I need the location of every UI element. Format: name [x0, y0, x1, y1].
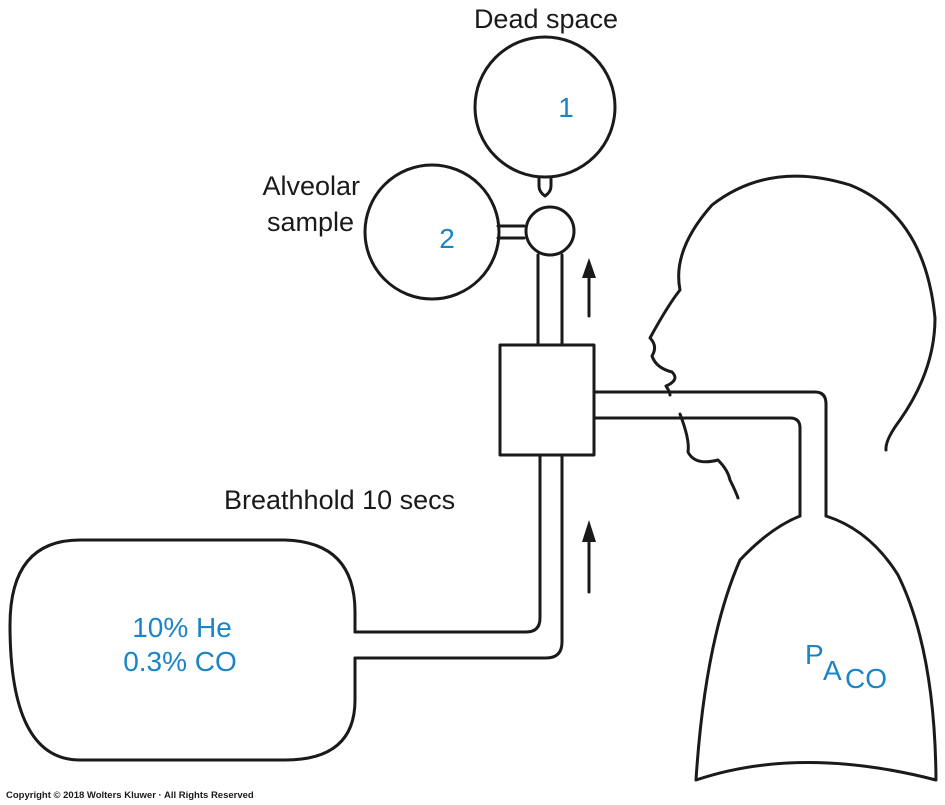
bag-number-1: 1	[558, 92, 574, 123]
lower-tube	[353, 453, 564, 660]
reservoir-label-line1: 10% He	[132, 612, 232, 643]
copyright-notice: Copyright © 2018 Wolters Kluwer · All Ri…	[6, 790, 254, 801]
dead-space-bag-neck	[537, 175, 553, 198]
lung-label-a: A	[823, 655, 842, 686]
lung-outline	[694, 514, 938, 782]
alveolar-label-line2: sample	[267, 207, 354, 237]
mouthpiece-tube	[592, 390, 828, 518]
lung-label-co: CO	[845, 663, 887, 694]
valve	[524, 205, 576, 257]
head-profile	[648, 174, 937, 397]
chin-outline	[678, 412, 740, 500]
alveolar-bag-neck	[496, 224, 526, 240]
head-back	[884, 316, 937, 452]
reservoir-label-line2: 0.3% CO	[123, 646, 237, 677]
dead-space-bag	[473, 35, 617, 179]
upper-tube	[536, 253, 564, 347]
breathhold-label: Breathhold 10 secs	[224, 485, 455, 515]
reservoir-bag	[8, 538, 357, 762]
dead-space-label: Dead space	[474, 4, 618, 34]
lower-arrow-icon	[582, 520, 596, 542]
alveolar-label-line1: Alveolar	[262, 171, 360, 201]
alveolar-sample-bag	[363, 163, 501, 301]
lung-label-p: P	[805, 639, 824, 670]
bag-number-2: 2	[439, 223, 455, 254]
mixing-box	[498, 343, 596, 457]
upper-arrow-icon	[582, 258, 596, 278]
